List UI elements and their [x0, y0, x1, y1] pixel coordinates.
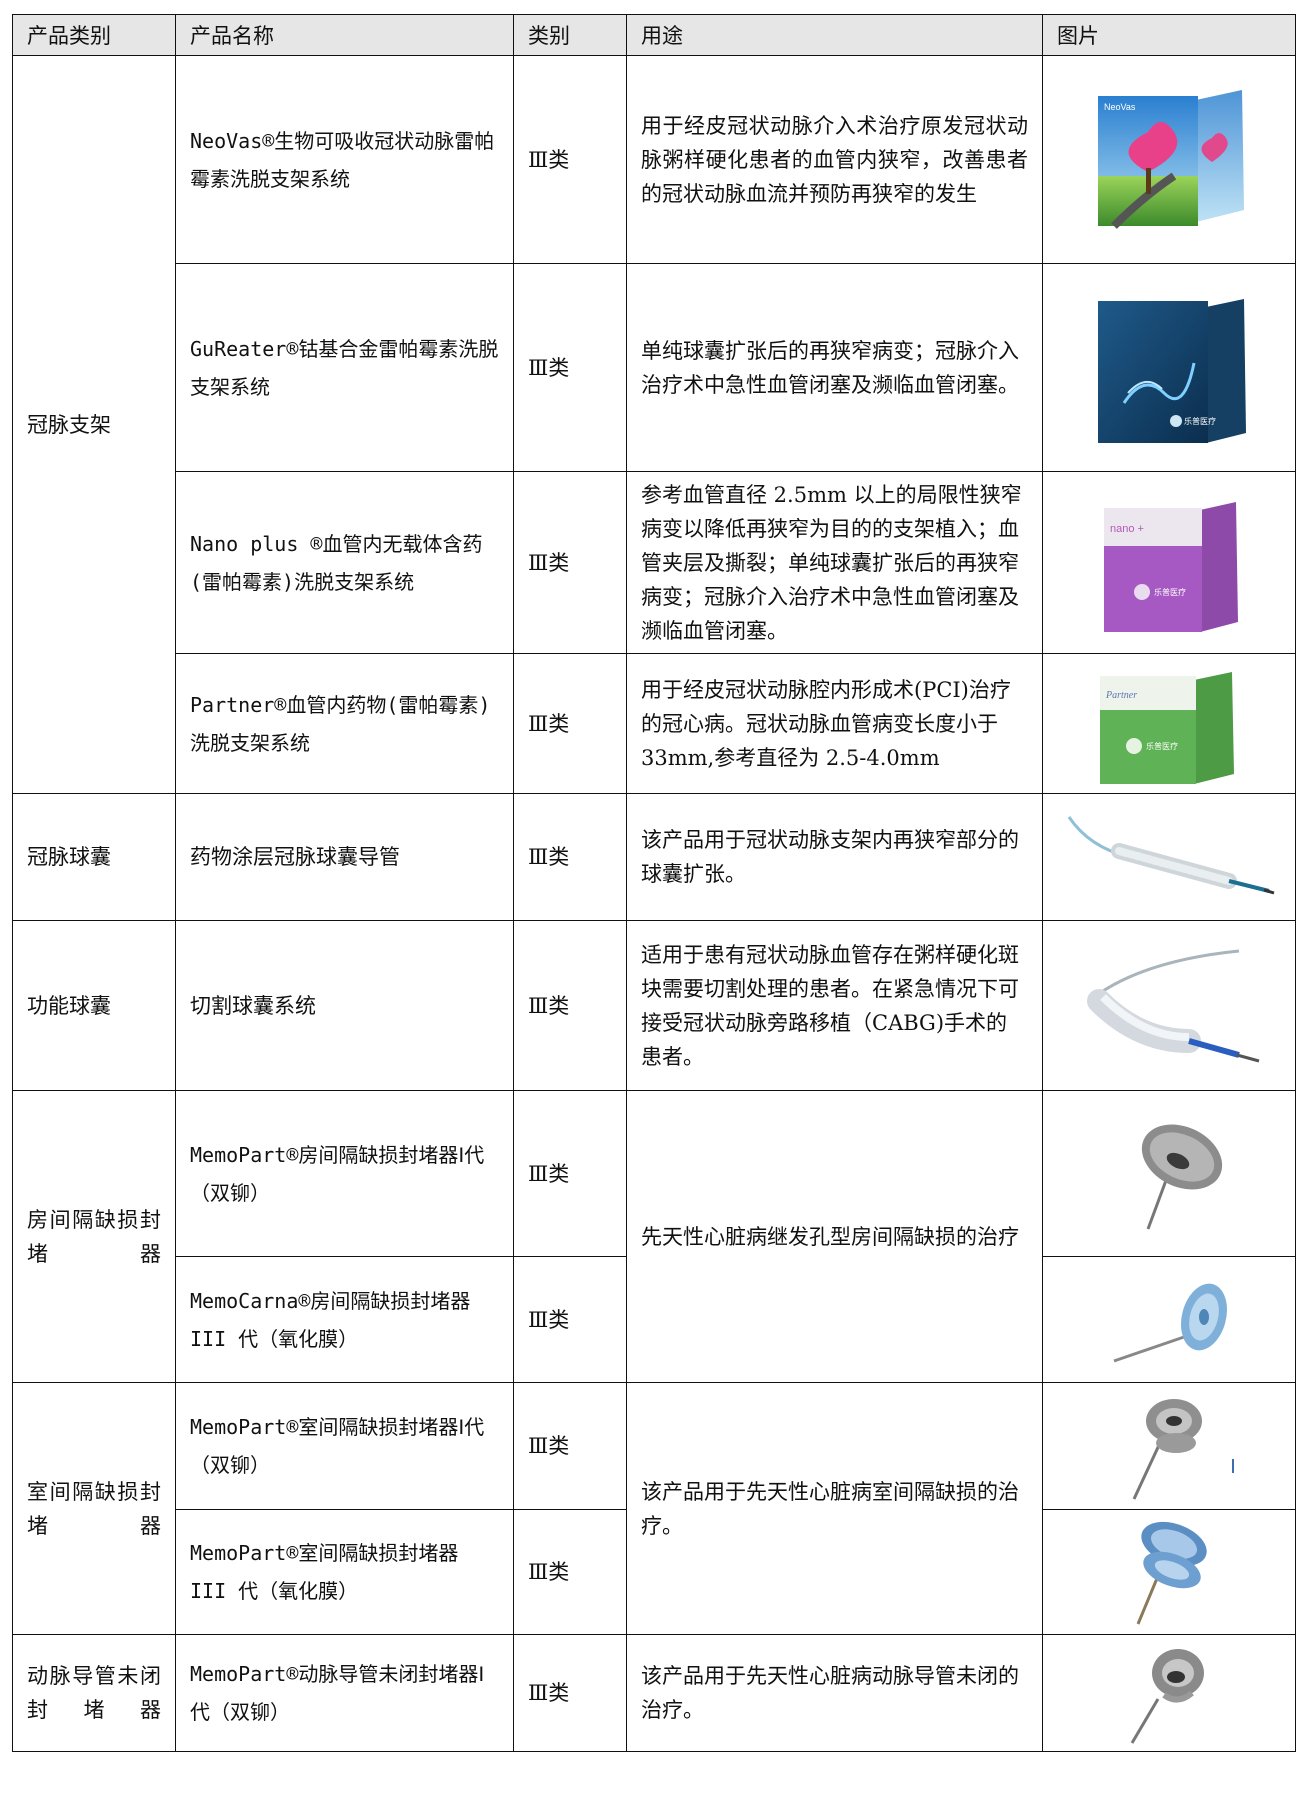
- category-cell: 动脉导管未闭封堵器: [12, 1634, 176, 1752]
- table-row: MemoCarna®房间隔缺损封堵器 III 代（氧化膜） Ⅲ类: [13, 1256, 1296, 1383]
- table-row: 室间隔缺损封堵器 MemoPart®室间隔缺损封堵器Ⅰ代（双铆） Ⅲ类 该产品用…: [12, 1382, 1296, 1635]
- table-row: 冠脉球囊 药物涂层冠脉球囊导管 Ⅲ类 该产品用于冠状动脉支架内再狭窄部分的球囊扩…: [12, 793, 1296, 921]
- occluder-disc-blue-icon: [1113, 1283, 1228, 1362]
- product-name: 切割球囊系统: [175, 920, 514, 1091]
- header-name: 产品名称: [175, 14, 514, 56]
- svg-text:乐普医疗: 乐普医疗: [1184, 416, 1216, 426]
- occluder-duct-gray-icon: [1130, 1649, 1204, 1744]
- product-name: MemoCarna®房间隔缺损封堵器 III 代（氧化膜）: [175, 1256, 514, 1383]
- category-cell: 室间隔缺损封堵器: [12, 1382, 176, 1635]
- product-usage: 该产品用于先天性心脏病室间隔缺损的治疗。: [626, 1382, 1043, 1635]
- balloon-catheter-icon: [1067, 816, 1275, 895]
- product-usage: 该产品用于冠状动脉支架内再狭窄部分的球囊扩张。: [626, 793, 1043, 921]
- product-image-cell: [1042, 1256, 1296, 1383]
- table-row: Nano plus ®血管内无载体含药(雷帕霉素)洗脱支架系统 Ⅲ类 参考血管直…: [13, 471, 1296, 654]
- category-cell: 功能球囊: [12, 920, 176, 1091]
- product-class: Ⅲ类: [513, 263, 627, 472]
- category-cell: 冠脉支架: [12, 55, 176, 794]
- product-image-cell: [1042, 1382, 1296, 1510]
- product-name: 药物涂层冠脉球囊导管: [175, 793, 514, 921]
- occluder-double-gray-icon: [1132, 1399, 1234, 1500]
- product-image-cell: [1042, 1090, 1296, 1257]
- product-table: 产品类别 产品名称 类别 用途 图片 冠脉支架 NeoVas®生物可吸收冠状动脉…: [12, 14, 1296, 1752]
- product-name: MemoPart®房间隔缺损封堵器Ⅰ代（双铆）: [175, 1090, 514, 1257]
- product-name: NeoVas®生物可吸收冠状动脉雷帕霉素洗脱支架系统: [175, 55, 514, 264]
- product-usage: 适用于患有冠状动脉血管存在粥样硬化斑块需要切割处理的患者。在紧急情况下可接受冠状…: [626, 920, 1043, 1091]
- header-category: 产品类别: [12, 14, 176, 56]
- product-name: Nano plus ®血管内无载体含药(雷帕霉素)洗脱支架系统: [175, 471, 514, 654]
- product-name: MemoPart®动脉导管未闭封堵器Ⅰ代（双铆）: [175, 1634, 514, 1752]
- table-row: 功能球囊 切割球囊系统 Ⅲ类 适用于患有冠状动脉血管存在粥样硬化斑块需要切割处理…: [12, 920, 1296, 1091]
- product-class: Ⅲ类: [513, 471, 627, 654]
- svg-text:乐普医疗: 乐普医疗: [1146, 741, 1178, 751]
- product-usage: 参考血管直径 2.5mm 以上的局限性狭窄病变以降低再狭窄为目的的支架植入；血管…: [626, 471, 1043, 654]
- product-class: Ⅲ类: [513, 1382, 627, 1510]
- product-image-cell: Partner 乐普医疗: [1042, 653, 1296, 794]
- header-image: 图片: [1042, 14, 1296, 56]
- category-cell: 冠脉球囊: [12, 793, 176, 921]
- product-class: Ⅲ类: [513, 55, 627, 264]
- product-box-heart-icon: NeoVas: [1098, 89, 1244, 229]
- cutting-balloon-icon: [1087, 949, 1260, 1062]
- table-header-row: 产品类别 产品名称 类别 用途 图片: [12, 14, 1296, 56]
- product-image-cell: nano + 乐普医疗: [1042, 471, 1296, 654]
- svg-text:NeoVas: NeoVas: [1104, 102, 1136, 112]
- category-cell: 房间隔缺损封堵器: [12, 1090, 176, 1383]
- table-row: Partner®血管内药物(雷帕霉素)洗脱支架系统 Ⅲ类 用于经皮冠状动脉腔内形…: [13, 653, 1296, 794]
- header-class: 类别: [513, 14, 627, 56]
- product-class: Ⅲ类: [513, 1509, 627, 1635]
- svg-text:nano +: nano +: [1110, 523, 1144, 535]
- product-class: Ⅲ类: [513, 793, 627, 921]
- product-image-cell: 乐普医疗: [1042, 263, 1296, 472]
- table-row: 动脉导管未闭封堵器 MemoPart®动脉导管未闭封堵器Ⅰ代（双铆） Ⅲ类 该产…: [12, 1634, 1296, 1752]
- product-image-cell: NeoVas: [1042, 55, 1296, 264]
- svg-text:Partner: Partner: [1105, 690, 1137, 701]
- product-usage: 该产品用于先天性心脏病动脉导管未闭的治疗。: [626, 1634, 1043, 1752]
- product-name: Partner®血管内药物(雷帕霉素)洗脱支架系统: [175, 653, 514, 794]
- product-usage: 用于经皮冠状动脉介入术治疗原发冠状动脉粥样硬化患者的血管内狭窄，改善患者的冠状动…: [626, 55, 1043, 264]
- product-class: Ⅲ类: [513, 653, 627, 794]
- product-box-green-icon: Partner 乐普医疗: [1100, 671, 1234, 784]
- table-row: GuReater®钴基合金雷帕霉素洗脱支架系统 Ⅲ类 单纯球囊扩张后的再狭窄病变…: [13, 263, 1296, 472]
- product-box-blue-icon: 乐普医疗: [1098, 298, 1246, 443]
- product-name: GuReater®钴基合金雷帕霉素洗脱支架系统: [175, 263, 514, 472]
- occluder-double-blue-icon: [1136, 1521, 1207, 1625]
- product-class: Ⅲ类: [513, 1256, 627, 1383]
- table-row: MemoPart®室间隔缺损封堵器 III 代（氧化膜） Ⅲ类: [13, 1509, 1296, 1635]
- product-class: Ⅲ类: [513, 1090, 627, 1257]
- product-name: MemoPart®室间隔缺损封堵器 III 代（氧化膜）: [175, 1509, 514, 1635]
- svg-text:乐普医疗: 乐普医疗: [1154, 587, 1186, 597]
- product-name: MemoPart®室间隔缺损封堵器Ⅰ代（双铆）: [175, 1382, 514, 1510]
- product-image-cell: [1042, 793, 1296, 921]
- product-usage: 用于经皮冠状动脉腔内形成术(PCI)治疗的冠心病。冠状动脉血管病变长度小于 33…: [626, 653, 1043, 794]
- occluder-disc-gray-icon: [1141, 1124, 1223, 1230]
- product-image-cell: [1042, 1634, 1296, 1752]
- table-row: 房间隔缺损封堵器 MemoPart®房间隔缺损封堵器Ⅰ代（双铆） Ⅲ类 先天性心…: [12, 1090, 1296, 1383]
- product-usage: 先天性心脏病继发孔型房间隔缺损的治疗: [626, 1090, 1043, 1383]
- product-image-cell: [1042, 920, 1296, 1091]
- product-class: Ⅲ类: [513, 1634, 627, 1752]
- product-usage: 单纯球囊扩张后的再狭窄病变；冠脉介入治疗术中急性血管闭塞及濒临血管闭塞。: [626, 263, 1043, 472]
- product-class: Ⅲ类: [513, 920, 627, 1091]
- product-box-purple-icon: nano + 乐普医疗: [1104, 501, 1238, 632]
- product-image-cell: [1042, 1509, 1296, 1635]
- header-usage: 用途: [626, 14, 1043, 56]
- table-row: 冠脉支架 NeoVas®生物可吸收冠状动脉雷帕霉素洗脱支架系统 Ⅲ类 用于经皮冠…: [12, 55, 1296, 794]
